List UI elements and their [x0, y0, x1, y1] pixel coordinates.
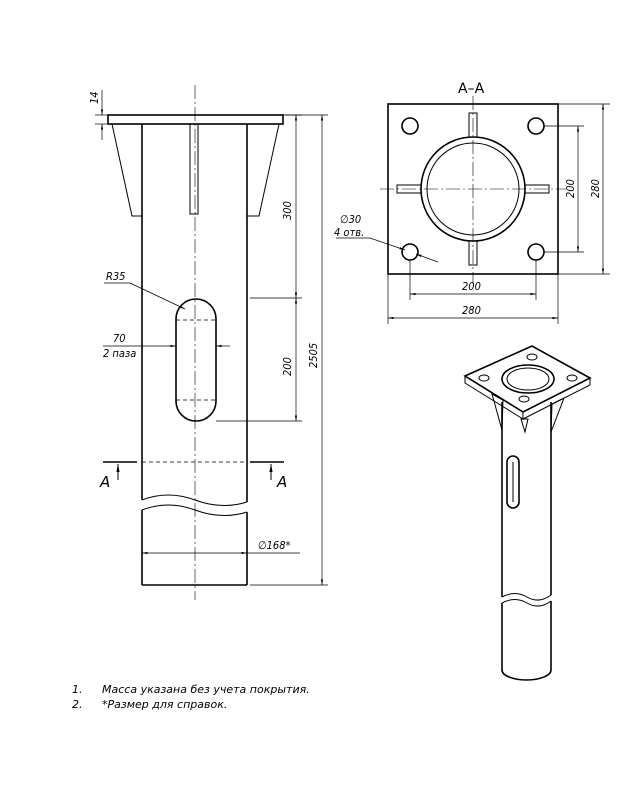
gusset-left	[111, 123, 143, 217]
dim-plate-size-h: 280	[462, 304, 481, 317]
gusset-center	[189, 123, 199, 215]
iso-plate-side-right	[522, 377, 591, 420]
notes-block: 1. Масса указана без учета покрытия. 2. …	[72, 682, 572, 712]
leader-line	[415, 253, 439, 263]
section-title: A–A	[458, 81, 485, 97]
dim-slot-radius: R35	[106, 270, 125, 283]
dim-slot-length: 200	[281, 357, 294, 376]
dim-hole-spacing-v: 200	[564, 179, 577, 198]
dim-hole-count: 4 отв.	[334, 226, 364, 239]
section-mark-left: A	[99, 473, 110, 491]
iso-hole	[526, 353, 538, 361]
dim-slot-count: 2 паза	[103, 347, 136, 360]
note-item: 1. Масса указана без учета покрытия.	[72, 682, 572, 697]
slot	[175, 298, 217, 422]
iso-gusset	[550, 396, 565, 433]
hole-tr	[527, 117, 545, 135]
iso-pipe-opening	[501, 364, 555, 394]
iso-break-upper	[501, 593, 552, 601]
dim-gusset-height: 300	[281, 201, 294, 220]
iso-hole	[518, 395, 530, 403]
note-number: 1.	[72, 683, 83, 696]
hole-bl	[401, 243, 419, 261]
break-line-upper	[141, 494, 248, 506]
note-text: Масса указана без учета покрытия.	[102, 683, 310, 696]
dim-slot-width: 70	[113, 332, 126, 345]
dim-plate-thickness: 14	[88, 91, 101, 104]
iso-pipe-inner	[506, 367, 550, 391]
section-mark-right: A	[276, 473, 287, 491]
gusset-right	[246, 123, 280, 217]
dim-pipe-diameter: ∅168*	[258, 539, 291, 552]
base-plate	[107, 114, 284, 125]
front-view: 14 300 200 2505 R35 70 2 паза A A	[88, 85, 328, 600]
section-view: A–A ∅30 4 отв. 200 280	[334, 81, 610, 324]
iso-gusset	[520, 418, 529, 434]
leader-line	[129, 282, 186, 310]
iso-slot	[506, 455, 520, 509]
iso-pipe-bottom	[501, 669, 552, 681]
note-number: 2.	[72, 698, 83, 711]
dim-plate-size-v: 280	[589, 179, 602, 198]
iso-break-lower	[501, 599, 552, 607]
hole-tl	[401, 117, 419, 135]
note-item: 2. *Размер для справок.	[72, 697, 572, 712]
dim-hole-diameter: ∅30	[340, 213, 361, 226]
iso-plate-side-left	[464, 375, 524, 420]
dim-hole-spacing-h: 200	[462, 280, 481, 293]
hole-br	[527, 243, 545, 261]
note-text: *Размер для справок.	[102, 698, 228, 711]
iso-hole	[478, 374, 490, 382]
iso-hole	[566, 374, 578, 382]
dim-total-length: 2505	[307, 343, 320, 368]
break-line-lower	[141, 504, 248, 516]
leader-line	[369, 237, 406, 251]
isometric-view	[463, 345, 592, 681]
